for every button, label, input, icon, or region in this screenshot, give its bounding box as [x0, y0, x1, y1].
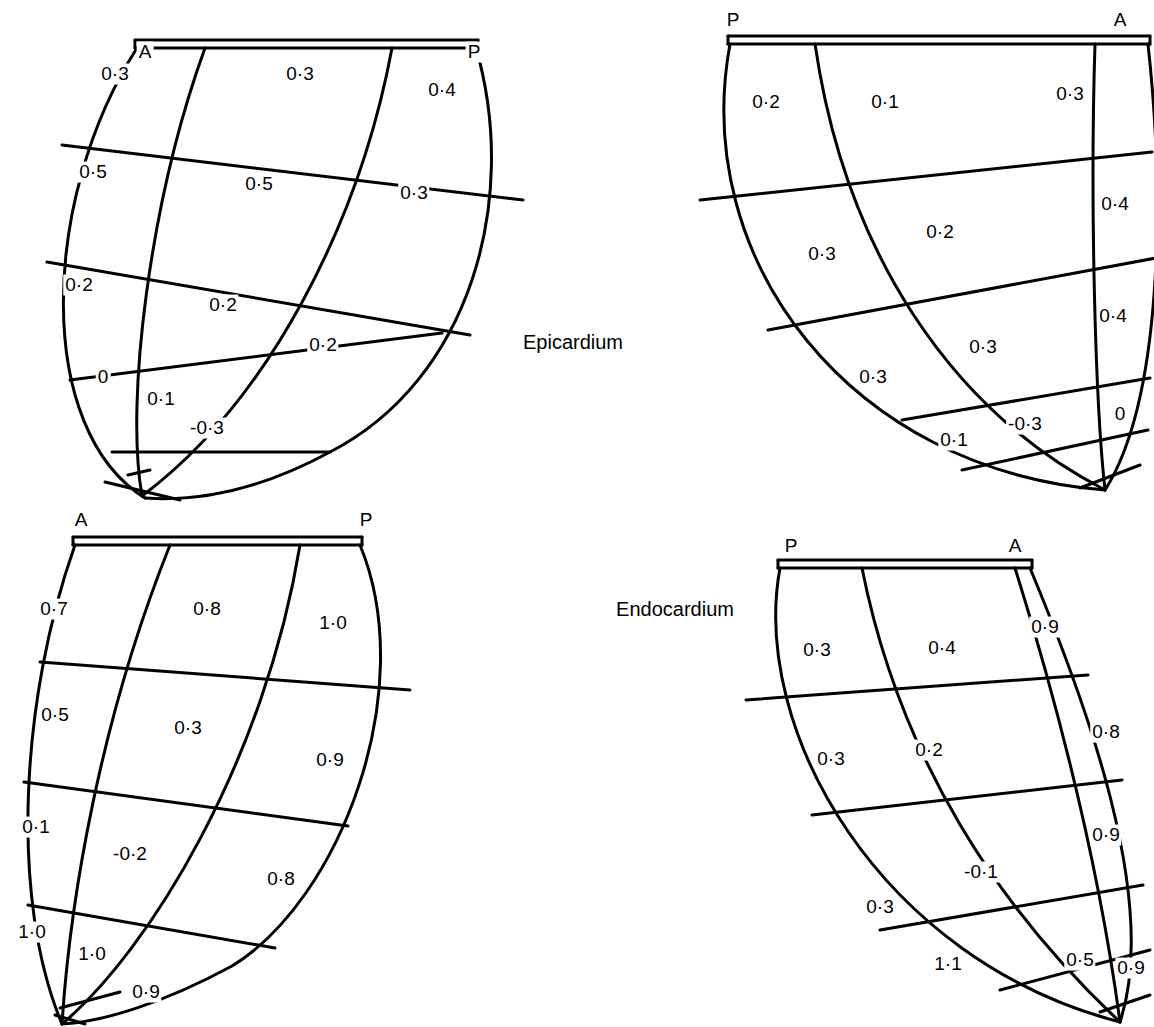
segment-value: 1·0 [317, 613, 348, 634]
segment-value: 0·3 [864, 897, 895, 918]
segment-value: 0·3 [284, 64, 315, 85]
segment-value: 0·4 [1097, 306, 1128, 327]
segment-value: 0·8 [1090, 722, 1121, 743]
segment-value: 0·3 [1054, 84, 1085, 105]
orientation-letter: P [725, 10, 742, 31]
orientation-letter: P [358, 510, 375, 531]
segment-value: 0·3 [172, 718, 203, 739]
endocardium-right-view [746, 560, 1150, 1022]
segment-value: 0·4 [926, 638, 957, 659]
orientation-letter: P [783, 536, 800, 557]
segment-value: 0·4 [1099, 194, 1130, 215]
segment-value: 1·0 [16, 922, 47, 943]
segment-value: 0·3 [967, 337, 998, 358]
segment-value: 0 [96, 367, 111, 388]
segment-value: 0·9 [1115, 958, 1146, 979]
segment-value: 0·9 [1029, 617, 1060, 638]
layer-name: Epicardium [521, 331, 625, 353]
segment-value: 0·5 [39, 705, 70, 726]
segment-value: 0·1 [145, 389, 176, 410]
segment-value: 0·7 [38, 599, 69, 620]
orientation-letter: A [137, 42, 154, 63]
segment-value: 0·5 [243, 174, 274, 195]
segment-value: 0·1 [869, 92, 900, 113]
segment-value: 1·1 [932, 954, 963, 975]
orientation-letter: A [1112, 10, 1129, 31]
segment-value: -0·3 [188, 418, 226, 439]
segment-value: 0·2 [924, 222, 955, 243]
epicardium-left-view [47, 40, 523, 500]
segment-value: 0·9 [1090, 825, 1121, 846]
segment-value: 0·1 [938, 430, 969, 451]
segment-value: 0·2 [307, 335, 338, 356]
orientation-letter: A [73, 510, 90, 531]
segment-value: 0·3 [99, 64, 130, 85]
segment-value: 1·0 [76, 944, 107, 965]
segment-value: 0·3 [806, 244, 837, 265]
orientation-letter: P [466, 42, 483, 63]
segment-value: 0·2 [750, 92, 781, 113]
endocardium-left-view [24, 537, 410, 1024]
epicardium-right-view [700, 36, 1154, 490]
segment-value: -0·2 [111, 844, 149, 865]
segment-value: 0·2 [207, 295, 238, 316]
segment-value: 0·3 [801, 640, 832, 661]
segment-value: 0·3 [398, 183, 429, 204]
segment-value: 0·5 [1064, 950, 1095, 971]
segment-value: 0·3 [815, 749, 846, 770]
segment-value: 0·2 [913, 740, 944, 761]
segment-value: 0·8 [265, 869, 296, 890]
layer-name: Endocardium [614, 598, 736, 620]
segment-value: 0·9 [314, 750, 345, 771]
segment-value: 0 [1113, 404, 1128, 425]
segment-value: 0·8 [191, 599, 222, 620]
segment-value: 0·2 [63, 275, 94, 296]
segment-value: 0·1 [20, 817, 51, 838]
orientation-letter: A [1007, 536, 1024, 557]
segment-value: 0·5 [77, 162, 108, 183]
segment-value: -0·3 [1006, 414, 1044, 435]
segment-value: 0·9 [130, 982, 161, 1003]
segment-value: 0·4 [426, 80, 457, 101]
segment-value: -0·1 [962, 862, 1000, 883]
segment-value: 0·3 [857, 367, 888, 388]
